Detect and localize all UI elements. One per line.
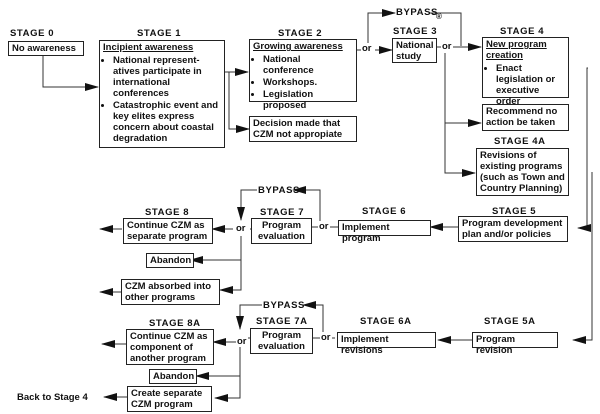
stage-6-title: Implement program (342, 222, 390, 244)
absorbed-box: CZM absorbed into other programs (121, 279, 220, 305)
stage-8a-label: STAGE 8A (149, 318, 201, 329)
stage-1-bullet: Catastrophic event and key elites expres… (113, 100, 221, 144)
stage-0-title: No awareness (12, 43, 76, 54)
absorbed-text: CZM absorbed into other programs (125, 281, 212, 303)
recommend-no-action-box: Recommend no action be taken (482, 104, 569, 131)
back-to-stage-4-label: Back to Stage 4 (17, 392, 88, 403)
create-separate-text: Create separate CZM program (131, 388, 203, 410)
stage-4a-box: Revisions of existing programs (such as … (476, 148, 569, 196)
stage-4-title: New program creation (486, 39, 547, 61)
arrow-s7-abandon (189, 236, 242, 264)
stage-7-title: Program evaluation (258, 220, 305, 242)
arrow-bypass-low (302, 301, 324, 336)
arrow-s3-s4a (444, 123, 476, 177)
stage-7-box: Program evaluation (251, 218, 312, 244)
stage-8-title: Continue CZM as separate program (127, 220, 208, 242)
bypass-label-low: BYPASS (263, 300, 305, 311)
stage-7-label: STAGE 7 (260, 207, 305, 218)
stage-8-box: Continue CZM as separate program (123, 218, 213, 244)
stage-1-bullet: National represent-atives participate in… (113, 55, 221, 99)
registered-mark: ® (436, 12, 443, 21)
stage-1-title: Incipient awareness (103, 42, 194, 53)
decision-not-appropriate-text: Decision made that CZM not appropiate (253, 118, 343, 140)
stage-7a-title: Program evaluation (258, 330, 305, 352)
bypass-label-mid: BYPASS (258, 185, 300, 196)
stage-6-box: Implement program (338, 220, 431, 244)
stage-5-label: STAGE 5 (492, 206, 537, 217)
or-label: or (320, 332, 332, 343)
stage-8-label: STAGE 8 (145, 207, 190, 218)
stage-1-label: STAGE 1 (137, 28, 182, 39)
abandon-text: Abandon (150, 255, 192, 266)
or-label: or (235, 223, 247, 234)
stage-8a-title: Continue CZM as component of another pro… (130, 331, 208, 364)
arrow-s4a-s5a (572, 172, 593, 344)
stage-4a-title: Revisions of existing programs (such as … (480, 150, 565, 194)
stage-4a-label: STAGE 4A (494, 136, 546, 147)
stage-2-bullet: National conference (263, 54, 353, 76)
stage-6-label: STAGE 6 (362, 206, 407, 217)
bypass-low-line (236, 304, 262, 330)
abandon-box: Abandon (146, 253, 194, 268)
stage-2-bullet: Workshops. (263, 77, 353, 88)
or-label: or (318, 221, 330, 232)
stage-4-box: New program creation Enact legislation o… (482, 37, 569, 107)
stage-4-label: STAGE 4 (500, 26, 545, 37)
arrow-s4-s5 (577, 67, 591, 232)
recommend-no-action-text: Recommend no action be taken (486, 106, 558, 128)
arrow-s1-decision (228, 72, 250, 133)
stage-7a-box: Program evaluation (250, 328, 313, 354)
stage-7a-label: STAGE 7A (256, 316, 308, 327)
stage-6a-box: Implement revisions (337, 332, 436, 356)
stage-4-bullet: Enact legislation or executive order (496, 63, 565, 107)
abandon-box-lower: Abandon (149, 369, 197, 384)
or-label: or (236, 336, 248, 347)
stage-2-box: Growing awareness National conference Wo… (249, 39, 357, 111)
arrow-s7a-separate (214, 376, 241, 402)
bypass-top-line (430, 12, 462, 46)
stage-8a-box: Continue CZM as component of another pro… (126, 329, 214, 365)
arrow-bypass-top (367, 9, 396, 50)
stage-5a-label: STAGE 5A (484, 316, 536, 327)
stage-5-title: Program development plan and/or policies (462, 218, 563, 240)
stage-0-box: No awareness (8, 41, 84, 56)
create-separate-box: Create separate CZM program (127, 386, 212, 412)
bypass-mid-line (237, 189, 257, 221)
stage-3-label: STAGE 3 (393, 26, 438, 37)
arrow-s7-absorbed (219, 260, 242, 294)
arrow-s3-recommend (444, 53, 482, 127)
arrow-bypass-mid (292, 186, 321, 225)
stage-3-title: National study (396, 40, 434, 62)
or-label: or (361, 43, 373, 54)
stage-3-box: National study (392, 38, 437, 63)
decision-not-appropriate-box: Decision made that CZM not appropiate (249, 116, 357, 142)
stage-5-box: Program development plan and/or policies (458, 216, 568, 242)
stage-2-title: Growing awareness (253, 41, 343, 52)
stage-2-label: STAGE 2 (278, 28, 323, 39)
bypass-label-top: BYPASS (396, 7, 438, 18)
abandon-text-lower: Abandon (153, 371, 195, 382)
stage-1-box: Incipient awareness National represent-a… (99, 40, 225, 148)
stage-0-label: STAGE 0 (10, 28, 55, 39)
stage-5a-title: Program revision (476, 334, 516, 356)
arrow-s7a-abandon (195, 345, 241, 380)
stage-6a-label: STAGE 6A (360, 316, 412, 327)
arrow-s0-s1 (42, 55, 99, 91)
stage-2-bullet: Legislation proposed (263, 89, 353, 111)
or-label: or (441, 41, 453, 52)
stage-5a-box: Program revision (472, 332, 558, 356)
stage-6a-title: Implement revisions (341, 334, 389, 356)
